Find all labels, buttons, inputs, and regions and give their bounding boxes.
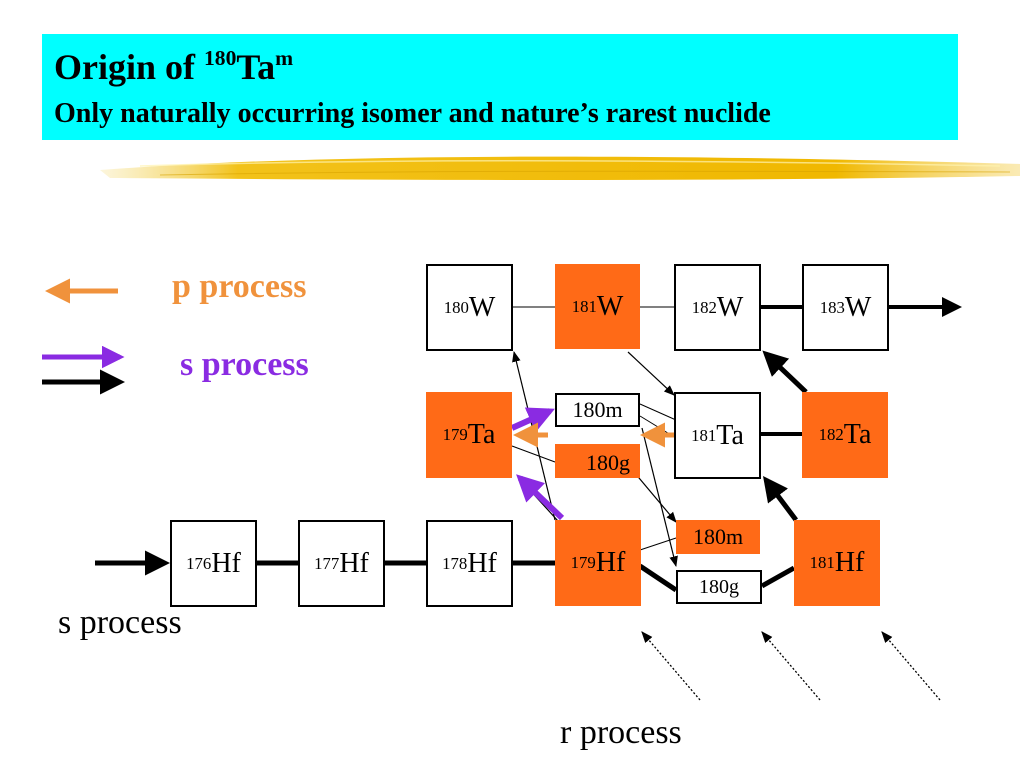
element-symbol: Hf xyxy=(211,547,241,579)
thin-arrow-ta180g-hf180m xyxy=(633,471,677,523)
r-arrow-2 xyxy=(761,631,821,701)
thin-arrow-w181-ta181 xyxy=(627,351,675,396)
page-title: Origin of 180Tam xyxy=(54,46,293,88)
nuclide-hf180g: 180g xyxy=(676,570,762,604)
s-process-label: s process xyxy=(58,604,182,641)
connector-hf179-hf180g xyxy=(638,563,678,593)
element-symbol: W xyxy=(716,291,744,323)
element-symbol: Hf xyxy=(834,547,865,578)
element-symbol: Hf xyxy=(595,547,626,578)
element-symbol: Ta xyxy=(467,419,496,450)
thin-arrow-ta180m-hf180g xyxy=(641,427,678,568)
nuclide-hf180m: 180m xyxy=(676,520,760,554)
element-symbol: Hf xyxy=(339,547,369,579)
r-process-label: r process xyxy=(560,714,682,751)
page-subtitle: Only naturally occurring isomer and natu… xyxy=(54,98,771,129)
beta-arrow-ta182-w182 xyxy=(762,350,808,394)
p-process-legend-label: p process xyxy=(172,268,307,305)
element-symbol: Hf xyxy=(467,547,497,579)
connector-hf180g-hf181 xyxy=(760,565,796,589)
element-symbol: W xyxy=(596,290,624,322)
r-arrow-3 xyxy=(881,631,941,701)
title-banner xyxy=(42,34,958,140)
s-process-legend-label: s process xyxy=(180,346,309,383)
title-isomer-mark: m xyxy=(275,45,294,70)
element-symbol: Ta xyxy=(716,419,744,451)
s-arrow-hf179-ta179 xyxy=(516,474,565,521)
element-symbol: Ta xyxy=(843,419,872,450)
connector-ta179-ta180g xyxy=(511,445,556,463)
element-symbol: W xyxy=(468,291,496,323)
element-symbol: W xyxy=(844,291,872,323)
title-element: Ta xyxy=(236,47,276,87)
nuclide-ta180g: 180g xyxy=(555,444,640,478)
nuclide-ta180m: 180m xyxy=(555,393,640,427)
s-arrow-ta179-ta180m xyxy=(510,407,555,433)
title-prefix: Origin of xyxy=(54,47,204,87)
title-mass-number: 180 xyxy=(204,45,237,70)
decorative-brush-stroke xyxy=(100,156,1020,180)
beta-arrow-hf181-ta181 xyxy=(763,476,798,522)
r-arrow-1 xyxy=(641,631,701,701)
connector-ta180m-ta181 xyxy=(639,403,677,421)
